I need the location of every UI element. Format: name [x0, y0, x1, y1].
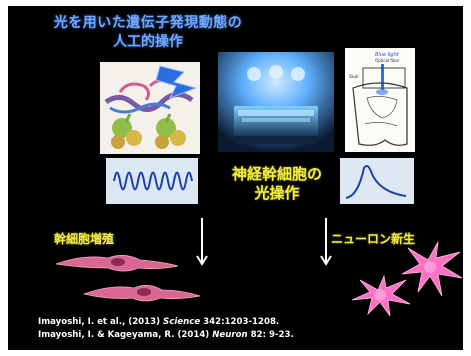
reference-1-journal: Science [163, 317, 201, 327]
skull-text: Skull [349, 74, 359, 79]
reference-2: Imayoshi, I. & Kageyama, R. (2014) Neuro… [38, 330, 458, 341]
reference-1-detail: 342:1203-1208. [200, 317, 280, 327]
title-line-1: 光を用いた遺伝子発現動態の [53, 15, 243, 31]
optical-fiber-text: Optical fiber [375, 58, 400, 63]
protein-structure-image [100, 62, 200, 154]
reference-2-authors: Imayoshi, I. & Kageyama, R. (2014) [38, 330, 213, 340]
center-label-line-1: 神経幹細胞の [231, 165, 322, 183]
blue-light-text: Blue light [375, 52, 400, 58]
reference-1-authors: Imayoshi, I. et al., (2013) [38, 317, 164, 327]
down-arrow-icon [196, 218, 208, 271]
peak-graph [340, 158, 414, 204]
brain-fiber-diagram: Blue light Optical fiber Skull [345, 48, 415, 152]
light-device-photo [218, 52, 334, 152]
stem-cells-illustration [54, 244, 204, 310]
title-line-2: 人工的操作 [113, 34, 183, 50]
center-label: 神経幹細胞の 光操作 [214, 165, 340, 203]
oscillation-graph [106, 158, 198, 204]
neurogenesis-label: ニューロン新生 [331, 232, 416, 246]
center-label-line-2: 光操作 [254, 184, 300, 202]
neurons-illustration [338, 238, 464, 317]
reference-1: Imayoshi, I. et al., (2013) Science 342:… [38, 317, 458, 328]
stem-cell-proliferation-label: 幹細胞増殖 [54, 232, 115, 246]
slide-title: 光を用いた遺伝子発現動態の 人工的操作 [28, 14, 268, 52]
reference-2-detail: 82: 9-23. [247, 330, 294, 340]
reference-2-journal: Neuron [212, 330, 248, 340]
down-arrow-icon [320, 218, 332, 271]
